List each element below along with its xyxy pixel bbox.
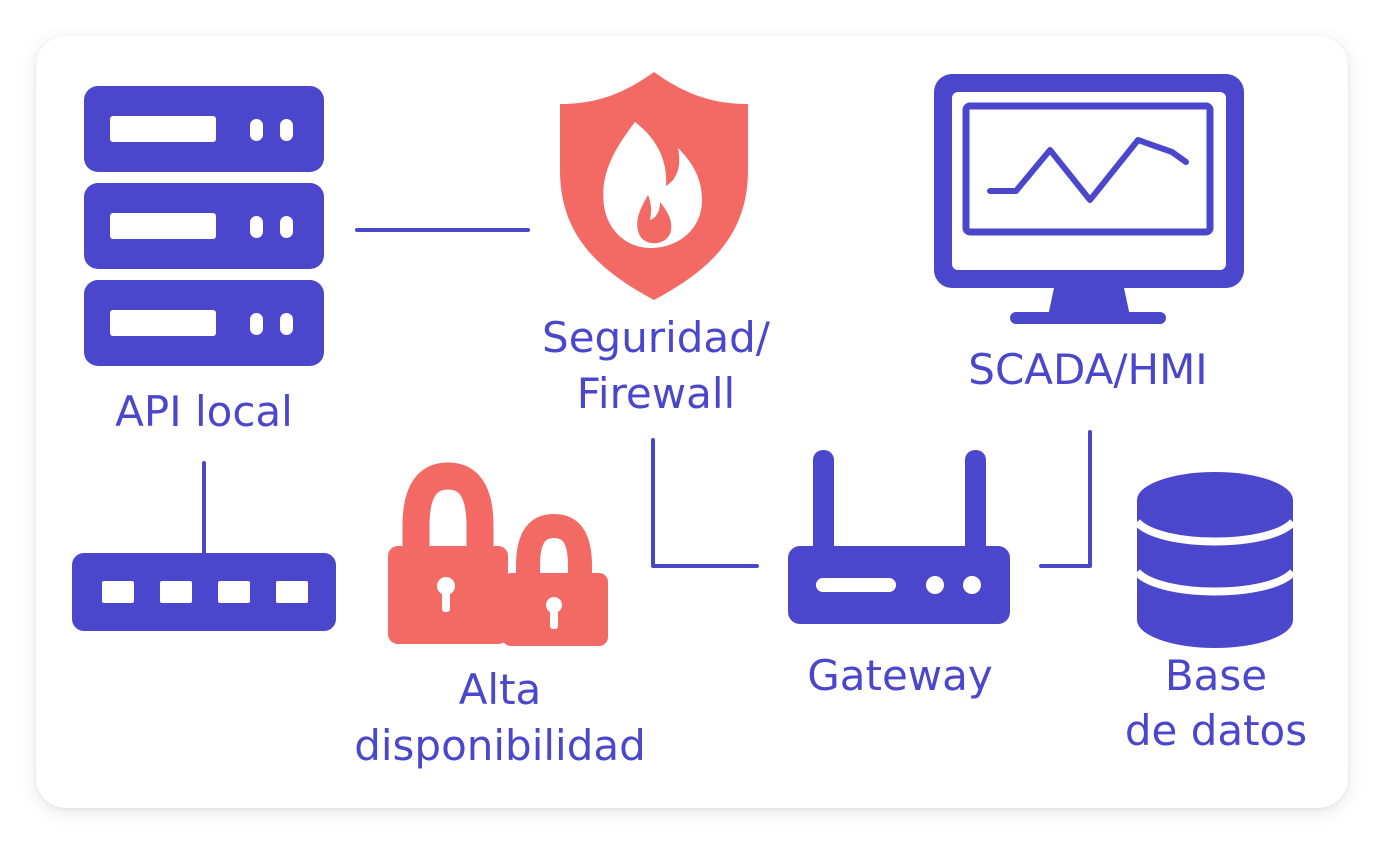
scada-label: SCADA/HMI bbox=[968, 345, 1207, 394]
server-rack-icon bbox=[84, 86, 324, 366]
high-availability-label-line2: disponibilidad bbox=[354, 721, 646, 770]
connectors bbox=[202, 228, 1092, 568]
api-local-label: API local bbox=[115, 387, 293, 436]
firewall-label-line1: Seguridad/ bbox=[542, 313, 771, 362]
connector-gateway-scada bbox=[1039, 430, 1092, 568]
database-label-line2: de datos bbox=[1125, 706, 1307, 755]
trend-line bbox=[987, 137, 1189, 203]
high-availability-label-line1: Alta bbox=[459, 665, 542, 714]
database-icon bbox=[1134, 472, 1296, 648]
firewall-shield-icon bbox=[560, 72, 748, 300]
connector-firewall-gateway bbox=[651, 438, 759, 568]
gateway-label: Gateway bbox=[807, 651, 993, 700]
database-label-line1: Base bbox=[1165, 651, 1267, 700]
firewall-label-line2: Firewall bbox=[577, 369, 735, 418]
router-icon bbox=[788, 450, 1010, 624]
padlocks-icon bbox=[388, 462, 608, 646]
network-switch-icon bbox=[72, 553, 336, 631]
monitor-chart-icon bbox=[934, 74, 1244, 324]
flame-icon bbox=[603, 122, 702, 248]
